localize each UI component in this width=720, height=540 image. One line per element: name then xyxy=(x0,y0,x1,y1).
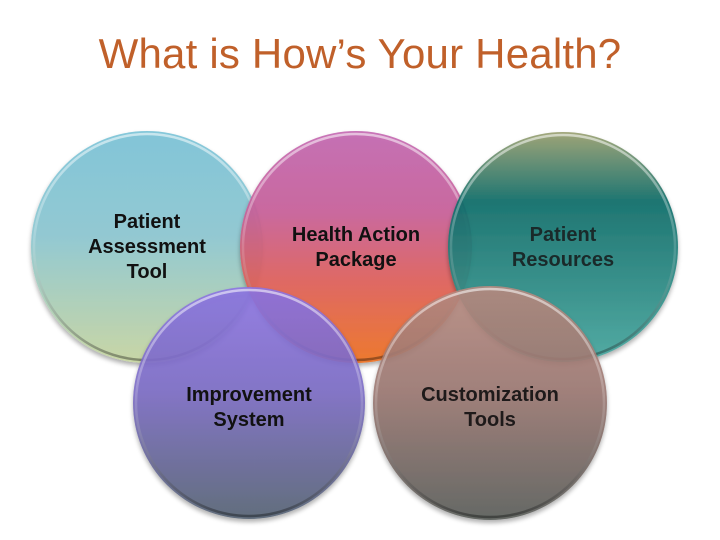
label-line: Resources xyxy=(511,249,615,271)
circle-customization-tools xyxy=(373,286,607,520)
label-line: Tools xyxy=(464,409,516,431)
label-line: Customization xyxy=(421,384,559,406)
slide-title: What is How’s Your Health? xyxy=(98,30,622,77)
label-line: Assessment xyxy=(88,236,206,258)
label-line: Tool xyxy=(126,261,168,283)
label-customization-tools: Customization Tools xyxy=(390,383,590,433)
circle-improvement-system xyxy=(133,287,365,519)
label-patient-resources: Patient Resources xyxy=(463,223,663,273)
label-line: Patient xyxy=(113,211,181,233)
label-line: Package xyxy=(315,249,397,271)
label-line: Improvement xyxy=(186,384,312,406)
label-line: System xyxy=(213,409,285,431)
label-line: Patient xyxy=(529,224,597,246)
label-line: Health Action xyxy=(291,224,421,246)
label-patient-assessment-tool: Patient Assessment Tool xyxy=(47,210,247,285)
label-improvement-system: Improvement System xyxy=(149,383,349,433)
label-health-action-package: Health Action Package xyxy=(256,223,456,273)
